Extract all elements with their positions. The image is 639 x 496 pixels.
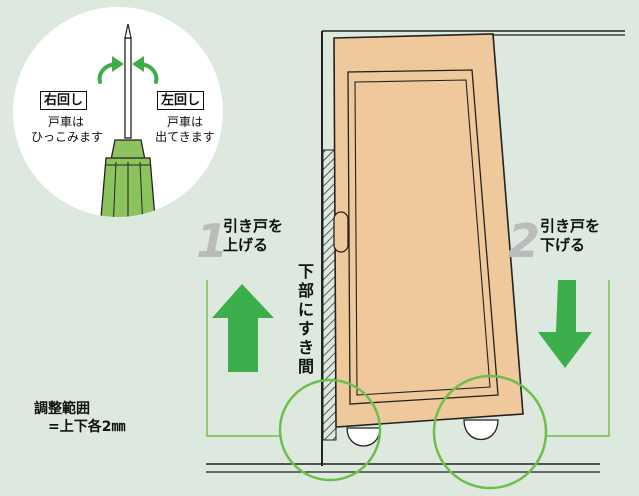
right-turn-desc: 戸車は ひっこみます xyxy=(31,115,104,145)
roller-highlight-left xyxy=(278,378,382,482)
sliding-door xyxy=(333,33,524,428)
step-1-text: 引き戸を 上げる xyxy=(223,217,283,255)
door-roller-right xyxy=(463,419,499,441)
screwdriver-lens xyxy=(13,7,223,217)
step-2-text: 引き戸を 下げる xyxy=(540,217,600,255)
adjust-range-line2: =上下各2㎜ xyxy=(48,418,126,435)
adjust-range-line1: 調整範囲 xyxy=(34,401,90,417)
door-roller-left xyxy=(346,427,381,447)
arrow-up-icon xyxy=(212,284,274,372)
step-1-number: 1 xyxy=(196,214,229,268)
step-2-number: 2 xyxy=(508,214,541,268)
right-turn-label: 右回し xyxy=(40,91,88,110)
screwdriver-shaft xyxy=(124,37,132,139)
left-turn-desc-line1: 戸車は xyxy=(166,115,203,129)
right-guide-line xyxy=(545,280,610,437)
left-turn-desc-line2: 出てきます xyxy=(155,130,215,144)
adjust-range: 調整範囲 =上下各2㎜ xyxy=(34,401,125,436)
roller-highlight-right xyxy=(432,374,548,490)
step-1-line1: 引き戸を xyxy=(223,217,284,235)
gap-label: 下部にすき間 xyxy=(297,262,314,376)
right-turn-desc-line2: ひっこみます xyxy=(31,130,104,144)
gap-hatching xyxy=(322,149,337,441)
left-turn-label: 左回し xyxy=(157,91,205,110)
arrow-down-icon xyxy=(538,280,592,368)
left-guide-line xyxy=(206,280,282,437)
step-2-line1: 引き戸を xyxy=(540,217,601,235)
step-2-line2: 下げる xyxy=(540,235,586,254)
door-handle xyxy=(333,211,349,253)
step-1-line2: 上げる xyxy=(223,235,269,254)
left-turn-desc: 戸車は 出てきます xyxy=(150,115,220,145)
right-turn-desc-line1: 戸車は xyxy=(47,115,84,129)
